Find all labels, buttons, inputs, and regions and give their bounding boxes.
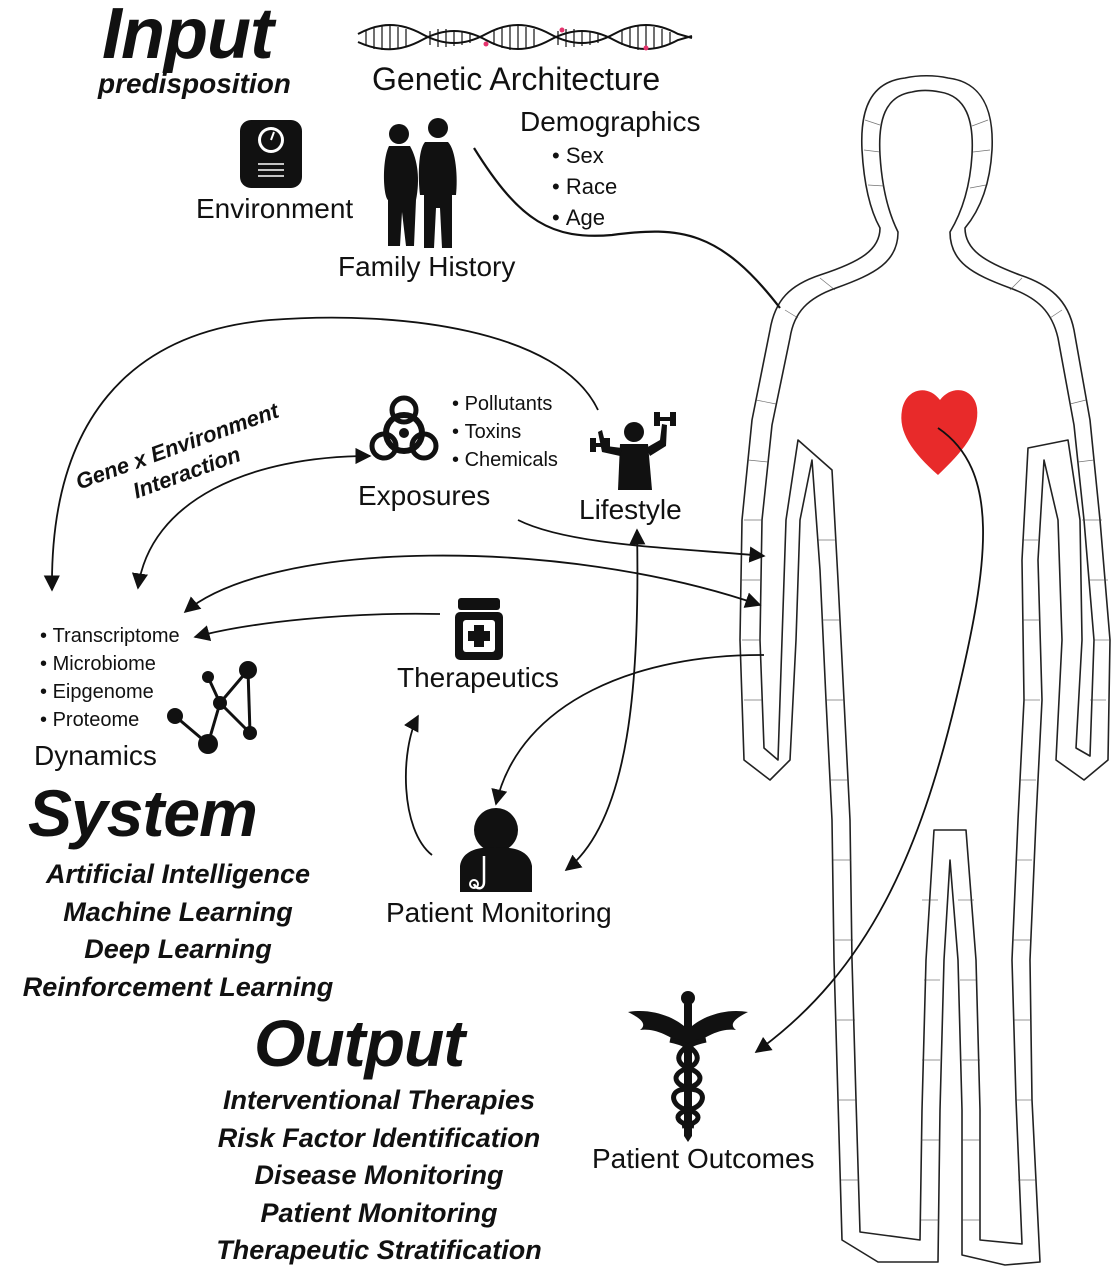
arrow-heart-outcomes — [754, 427, 984, 1053]
output-title: Output — [254, 1006, 465, 1080]
arrow-lifestyle-loop — [43, 316, 599, 592]
output-item: Patient Monitoring — [260, 1197, 498, 1228]
system-methods-list: Artificial Intelligence Machine Learning… — [0, 856, 356, 1006]
exposures-list: Pollutants Toxins Chemicals — [452, 390, 558, 474]
heart-icon — [901, 390, 978, 475]
output-item: Risk Factor Identification — [217, 1122, 541, 1153]
dynamics-item: Eipgenome — [40, 678, 180, 706]
output-list: Interventional Therapies Risk Factor Ide… — [184, 1082, 574, 1270]
body-inner-edge — [759, 89, 1095, 1245]
family-silhouette-icon — [384, 118, 457, 248]
doctor-icon — [460, 808, 532, 892]
system-method: Artificial Intelligence — [45, 859, 311, 889]
body-outer-edge — [739, 74, 1111, 1266]
environment-label: Environment — [196, 193, 354, 224]
lifestyle-label: Lifestyle — [579, 494, 682, 525]
demographics-item: Race — [552, 171, 617, 202]
family-history-label: Family History — [338, 251, 516, 282]
output-item: Interventional Therapies — [222, 1085, 536, 1115]
demographics-label: Demographics — [520, 106, 701, 137]
dynamics-list: Transcriptome Microbiome Eipgenome Prote… — [40, 622, 180, 734]
input-title: Input — [102, 0, 274, 74]
patient-outcomes-label: Patient Outcomes — [592, 1143, 815, 1174]
medicine-bottle-icon — [455, 598, 503, 660]
system-method: Deep Learning — [84, 934, 272, 964]
demographics-list: Sex Race Age — [552, 140, 617, 233]
body-hatching — [742, 119, 1110, 1221]
system-method: Reinforcement Learning — [22, 971, 334, 1002]
caduceus-icon — [628, 991, 748, 1142]
patient-monitoring-label: Patient Monitoring — [386, 897, 612, 928]
arrow-lifestyle-monitoring — [564, 528, 646, 871]
arrow-monitoring-therapeutics — [404, 714, 433, 856]
demographics-item: Age — [552, 202, 617, 233]
flow-arrows — [43, 316, 984, 1053]
exposures-item: Chemicals — [452, 446, 558, 474]
system-title: System — [28, 776, 258, 850]
exposures-item: Pollutants — [452, 390, 558, 418]
dynamics-item: Transcriptome — [40, 622, 180, 650]
arrow-therapeutics-dynamics — [193, 612, 441, 641]
scale-icon — [240, 120, 302, 188]
dynamics-item: Proteome — [40, 706, 180, 734]
genetic-architecture-label: Genetic Architecture — [372, 61, 661, 97]
weightlifter-icon — [590, 412, 676, 490]
therapeutics-label: Therapeutics — [397, 662, 559, 693]
demographics-item: Sex — [552, 140, 617, 171]
exposures-label: Exposures — [358, 480, 491, 511]
arrow-exposures-body — [517, 519, 766, 563]
arrow-interaction-exposures — [131, 447, 372, 590]
output-item: Therapeutic Stratification — [216, 1235, 542, 1265]
human-body-outline — [739, 74, 1111, 1266]
network-icon — [167, 661, 257, 754]
exposures-item: Toxins — [452, 418, 558, 446]
system-method: Machine Learning — [63, 896, 293, 927]
dynamics-label: Dynamics — [34, 740, 157, 771]
biohazard-icon — [369, 395, 439, 461]
dynamics-item: Microbiome — [40, 650, 180, 678]
output-item: Disease Monitoring — [254, 1160, 504, 1190]
arrow-dynamics-body — [183, 554, 762, 614]
dna-helix-icon — [357, 24, 693, 51]
demographics-connector — [473, 147, 781, 309]
input-subtitle: predisposition — [98, 68, 291, 99]
